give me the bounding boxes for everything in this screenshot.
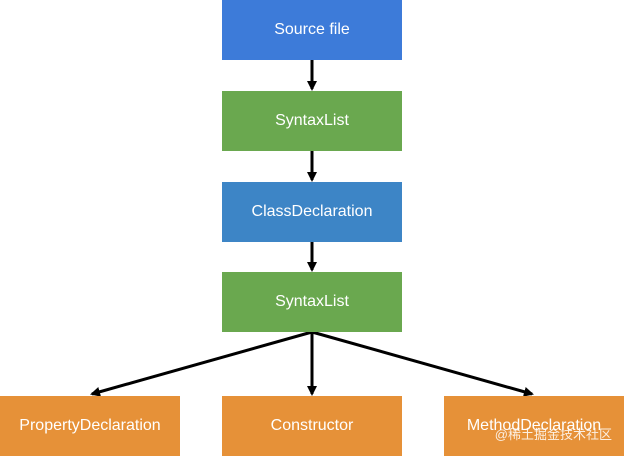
node-syntaxlist-bottom-label: SyntaxList <box>275 293 349 310</box>
node-syntaxlist-bottom: SyntaxList <box>222 272 402 332</box>
watermark-text: @稀土掘金技术社区 <box>494 427 612 442</box>
node-methoddeclaration: MethodDeclaration <box>444 396 624 456</box>
node-propertydeclaration: PropertyDeclaration <box>0 396 180 456</box>
node-methoddeclaration-label: MethodDeclaration <box>466 417 602 434</box>
node-constructor-label: Constructor <box>270 417 354 434</box>
edge-syntaxlist-to-methoddeclaration <box>311 330 534 397</box>
node-syntaxlist-top-label: SyntaxList <box>275 112 349 129</box>
node-source-file: Source file <box>222 0 402 60</box>
edge-syntaxlist-to-propertydeclaration <box>90 330 313 397</box>
node-classdeclaration-label: ClassDeclaration <box>251 203 373 220</box>
node-syntaxlist-top: SyntaxList <box>222 91 402 151</box>
node-propertydeclaration-label: PropertyDeclaration <box>19 417 161 434</box>
node-classdeclaration: ClassDeclaration <box>222 182 402 242</box>
node-source-file-label: Source file <box>274 21 350 38</box>
node-constructor: Constructor <box>222 396 402 456</box>
